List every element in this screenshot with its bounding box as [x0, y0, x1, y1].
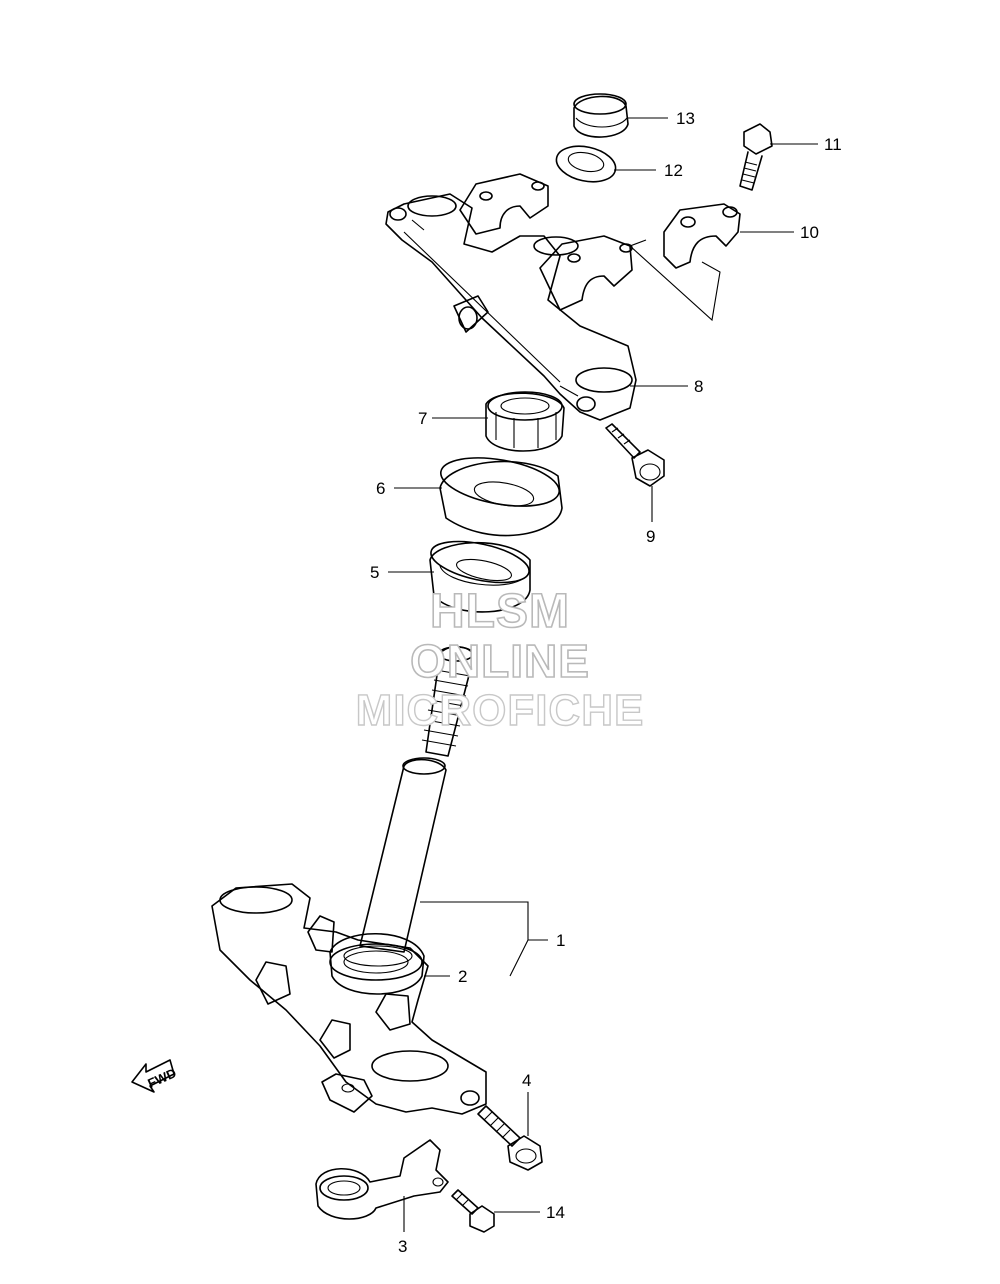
part-9-bolt: [605, 423, 665, 487]
part-10-holder-cap: [663, 203, 741, 269]
part-8-upper-bracket: [385, 173, 637, 421]
part-12-washer: [555, 145, 617, 183]
callout-7: 7: [418, 409, 427, 428]
watermark-line-2: ONLINE: [409, 634, 590, 688]
callout-10: 10: [800, 223, 819, 242]
part-2-lower-bearing: [329, 932, 425, 995]
callout-11: 11: [824, 135, 842, 154]
callout-5: 5: [370, 563, 379, 582]
leader-1: [420, 901, 548, 977]
callout-8: 8: [694, 377, 703, 396]
part-11-bolt: [739, 123, 773, 191]
part-13-cap: [573, 93, 629, 138]
part-5-bearing: [429, 540, 531, 613]
part-1-steering-stem: [359, 645, 475, 953]
watermark-line-1: HLSM: [429, 584, 570, 639]
callout-3: 3: [398, 1237, 407, 1256]
part-7-stem-nut: [485, 391, 565, 452]
zigzag-line: [629, 239, 721, 322]
fwd-arrow-icon: FWD: [131, 1059, 179, 1093]
callout-12: 12: [664, 161, 683, 180]
part-4-bolt: [477, 1105, 543, 1171]
watermark-line-3: MICROFICHE: [355, 685, 645, 735]
part-1-lower-bracket: [211, 883, 487, 1115]
callout-6: 6: [376, 479, 385, 498]
callout-1: 1: [556, 931, 565, 950]
callout-13: 13: [676, 109, 695, 128]
callout-4: 4: [522, 1071, 531, 1090]
part-6-dust-seal: [439, 457, 563, 537]
callout-14: 14: [546, 1203, 565, 1222]
callout-2: 2: [458, 967, 467, 986]
part-14-bolt: [451, 1189, 495, 1233]
callout-9: 9: [646, 527, 655, 546]
part-3-clamp-bracket: [315, 1139, 449, 1220]
